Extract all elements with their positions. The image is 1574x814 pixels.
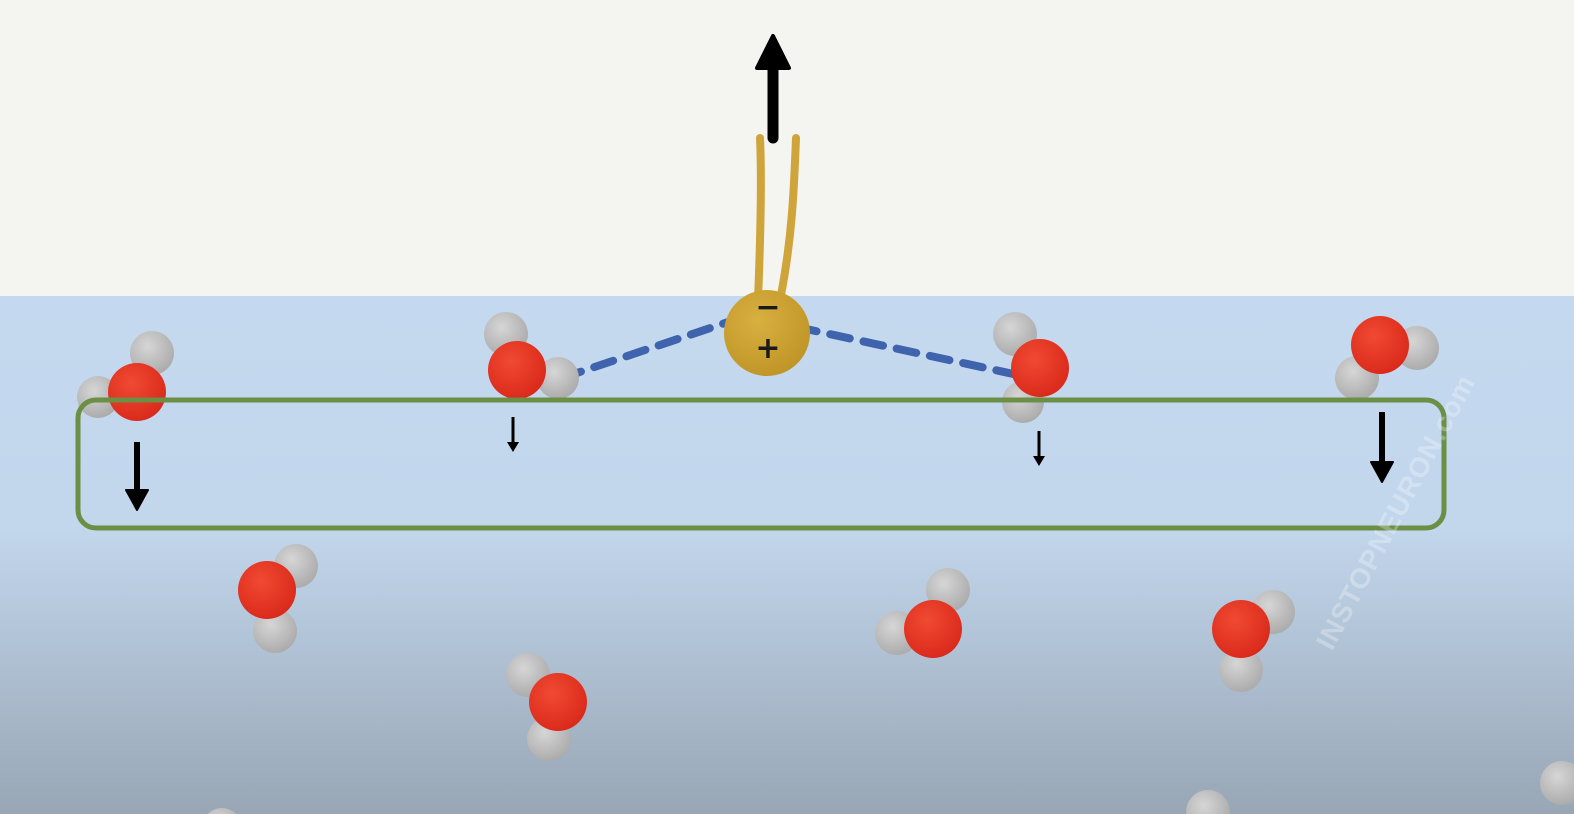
hydrogen-bond-right: [793, 323, 1045, 384]
downward-force-arrow-large-right: [1370, 412, 1394, 483]
downward-force-arrow-small-right: [1033, 431, 1045, 466]
hydrogen-atom: [207, 808, 237, 814]
water-region: [0, 296, 1574, 814]
water-molecule: [875, 568, 970, 658]
positive-charge: +: [755, 331, 780, 366]
water-molecule: [506, 653, 587, 761]
surface-molecule-head: − +: [724, 290, 810, 376]
oxygen-atom: [904, 600, 962, 658]
hydrogen-bond-lines: [558, 315, 1045, 384]
hydrogen-atom: [77, 376, 119, 418]
hydrogen-atom: [1219, 648, 1263, 692]
oxygen-atom: [238, 561, 296, 619]
oxygen-atom: [1212, 600, 1270, 658]
water-molecule: [1335, 316, 1439, 400]
hydrogen-atom: [1186, 790, 1230, 814]
downward-force-arrow-small-left: [507, 417, 519, 452]
hydrogen-atom: [1540, 761, 1574, 805]
oxygen-atom: [529, 673, 587, 731]
water-molecule: [238, 544, 318, 653]
surface-layer-box: [75, 397, 1447, 531]
hydrogen-atom: [253, 609, 297, 653]
downward-force-arrow-large-left: [125, 442, 149, 511]
oxygen-atom: [1351, 316, 1409, 374]
hydrogen-atom: [537, 357, 579, 399]
water-molecule: [77, 331, 174, 421]
oxygen-atom: [1011, 339, 1069, 397]
water-molecule: [1212, 590, 1295, 692]
negative-charge: −: [755, 290, 780, 325]
water-molecule: [484, 312, 579, 399]
surface-molecule-tail: [754, 134, 800, 304]
upward-force-arrow: [755, 34, 791, 144]
hydrogen-bond-left: [558, 315, 741, 382]
oxygen-atom: [488, 341, 546, 399]
oxygen-atom: [108, 363, 166, 421]
